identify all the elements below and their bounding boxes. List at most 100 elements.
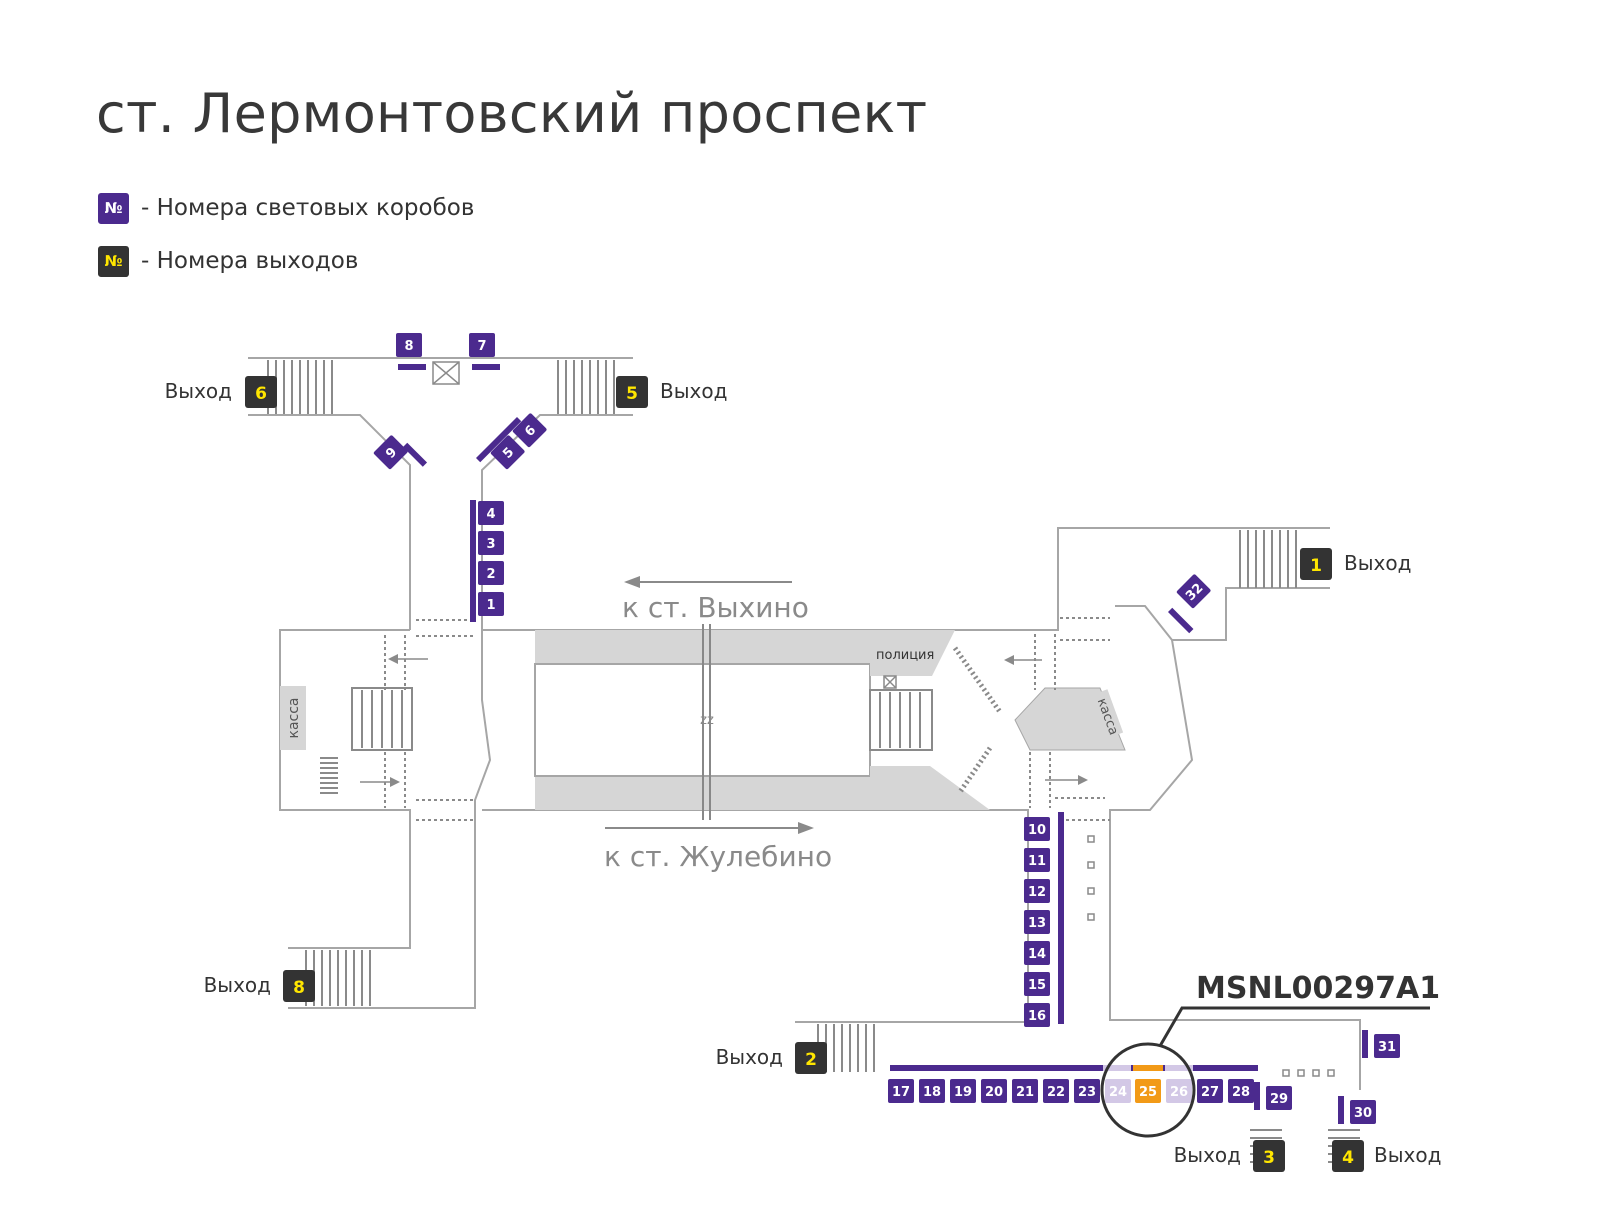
exit-number: 6 <box>255 384 267 404</box>
lightbox-23: 23 <box>1074 1079 1100 1103</box>
lightbox-number: 19 <box>954 1085 972 1100</box>
lightbox-10: 10 <box>1024 817 1050 841</box>
turnstile-icon <box>1087 835 1335 1077</box>
lightbox-number: 4 <box>486 507 495 522</box>
lightbox-number: 21 <box>1016 1085 1034 1100</box>
legend-lightbox: № - Номера световых коробов <box>98 192 474 224</box>
escalator-icon <box>351 687 933 751</box>
exit-5: 5 Выход <box>616 376 727 408</box>
lightbox-wall-bars <box>398 364 1368 1124</box>
lightbox-number: 14 <box>1028 947 1046 962</box>
lightbox-26: 26 <box>1166 1079 1192 1103</box>
lightbox-11: 11 <box>1024 848 1050 872</box>
exit-number: 5 <box>626 384 638 404</box>
direction-vykhino-label: к ст. Выхино <box>622 591 809 624</box>
lightbox-6: 6 <box>512 413 547 448</box>
lightbox-28: 28 <box>1228 1079 1254 1103</box>
lightbox-number: 7 <box>477 339 486 354</box>
turnstile-icon <box>384 617 1110 821</box>
lightbox-8: 8 <box>396 333 422 357</box>
walls <box>248 357 1361 1090</box>
lightbox-12: 12 <box>1024 879 1050 903</box>
lightbox-30: 30 <box>1350 1100 1376 1124</box>
exit-4: 4 Выход <box>1332 1140 1441 1172</box>
lightbox-number: 22 <box>1047 1085 1065 1100</box>
lightbox-1: 1 <box>478 592 504 616</box>
lightbox-32: 32 <box>1176 574 1211 609</box>
lightbox-number: 15 <box>1028 978 1046 993</box>
lightbox-4: 4 <box>478 501 504 525</box>
exit-label: Выход <box>660 379 727 403</box>
exit-1: 1 Выход <box>1300 548 1411 580</box>
lightbox-number: 27 <box>1201 1085 1219 1100</box>
lightbox-number: 1 <box>486 598 495 613</box>
lightbox-18: 18 <box>919 1079 945 1103</box>
legend-exit-chip: № <box>98 245 129 277</box>
exit-number: 1 <box>1310 556 1322 576</box>
lightbox-15: 15 <box>1024 972 1050 996</box>
arrow-icon <box>360 654 1088 787</box>
lightbox-number: 31 <box>1378 1040 1396 1055</box>
lightbox-number: 30 <box>1354 1106 1372 1121</box>
lightbox-number: 2 <box>486 567 495 582</box>
lightbox-number: 3 <box>486 537 495 552</box>
exit-number: 2 <box>805 1050 817 1070</box>
lightbox-29: 29 <box>1266 1086 1292 1110</box>
break-line: zz <box>700 624 714 820</box>
lightbox-31: 31 <box>1374 1034 1400 1058</box>
lightbox-14: 14 <box>1024 941 1050 965</box>
kassa-label-west: касса <box>286 697 302 738</box>
lightbox-3: 3 <box>478 531 504 555</box>
exit-number: 8 <box>293 978 305 998</box>
police-label: полиция <box>876 648 934 663</box>
lightbox-17: 17 <box>888 1079 914 1103</box>
exit-label: Выход <box>165 379 232 403</box>
callout-circle <box>1100 1042 1196 1138</box>
escalator-icon <box>952 646 1003 794</box>
exit-label: Выход <box>1344 551 1411 575</box>
exit-3: 3 Выход <box>1174 1140 1285 1172</box>
lightbox-16: 16 <box>1024 1003 1050 1027</box>
exit-8: 8 Выход <box>204 970 315 1002</box>
lightbox-number: 20 <box>985 1085 1003 1100</box>
svg-text:zz: zz <box>700 713 714 728</box>
lightbox-19: 19 <box>950 1079 976 1103</box>
exit-number: 3 <box>1263 1148 1275 1168</box>
lightbox-number: 17 <box>892 1085 910 1100</box>
lightbox-number: 25 <box>1139 1085 1157 1100</box>
lightbox-5: 5 <box>490 435 525 470</box>
highlight-wall-bar <box>1133 1065 1163 1071</box>
lightbox-13: 13 <box>1024 910 1050 934</box>
lightbox-21: 21 <box>1012 1079 1038 1103</box>
dim-wall-bar <box>1165 1065 1193 1071</box>
lightbox-number: 29 <box>1270 1092 1288 1107</box>
exit-number: 4 <box>1342 1148 1354 1168</box>
lightbox-number: 11 <box>1028 854 1046 869</box>
lightbox-number: 18 <box>923 1085 941 1100</box>
lightbox-27: 27 <box>1197 1079 1223 1103</box>
direction-zhulebino-label: к ст. Жулебино <box>604 840 832 873</box>
lightbox-number: 8 <box>404 339 413 354</box>
lightbox-25: 25 <box>1135 1079 1161 1103</box>
lightbox-number: 26 <box>1170 1085 1188 1100</box>
lightbox-2: 2 <box>478 561 504 585</box>
callout-code: MSNL00297A1 <box>1196 971 1440 1006</box>
exit-label: Выход <box>1174 1143 1241 1167</box>
turnstile-icon <box>432 361 897 689</box>
dim-wall-bar <box>1103 1065 1131 1071</box>
arrow-icon <box>605 576 814 834</box>
exit-label: Выход <box>204 973 271 997</box>
lightbox-number: 28 <box>1232 1085 1250 1100</box>
lightbox-number: 13 <box>1028 916 1046 931</box>
lightbox-number: 24 <box>1109 1085 1127 1100</box>
exit-label: Выход <box>1374 1143 1441 1167</box>
exit-6: 6 Выход <box>165 376 277 408</box>
legend-exit: № - Номера выходов <box>98 245 358 277</box>
legend-lightbox-text: - Номера световых коробов <box>141 195 475 221</box>
escalator-icon <box>361 690 921 748</box>
stairs-icon <box>267 360 1360 1163</box>
callout-line <box>1158 1006 1430 1047</box>
